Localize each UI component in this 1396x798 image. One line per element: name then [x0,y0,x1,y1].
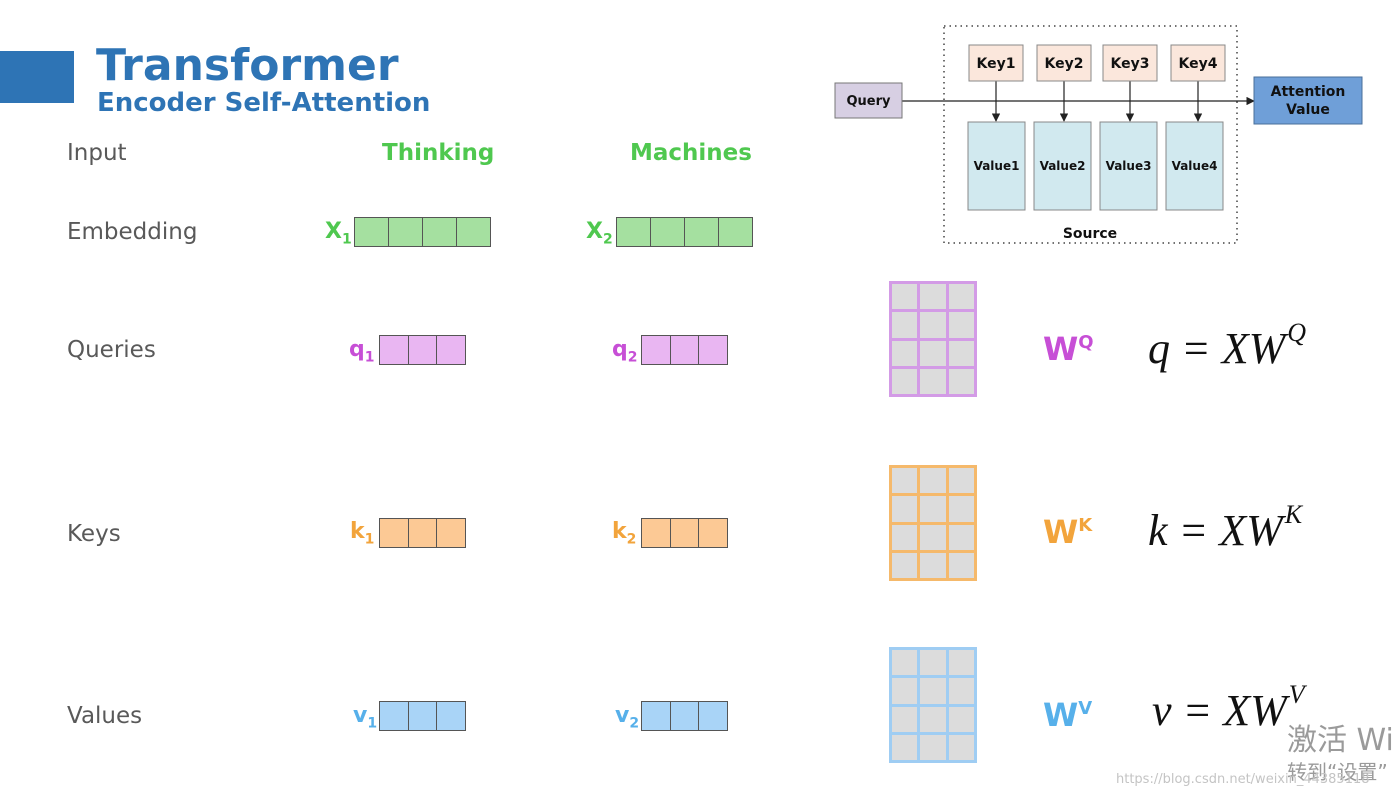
key-box-4: Key4 [1170,44,1226,82]
svg-text:Key3: Key3 [1111,56,1150,72]
svg-text:Query: Query [846,94,891,109]
svg-text:Attention: Attention [1271,84,1346,100]
attention-value-box: Attention Value [1253,76,1363,125]
source-label: Source [1063,226,1117,242]
svg-text:Value: Value [1286,102,1330,118]
weight-matrix-wk [889,465,977,581]
embedding-vector-x2 [616,217,753,247]
input-word-thinking: Thinking [382,140,495,166]
watermark-activate-windows: 激活 Wi [1287,723,1394,758]
svg-text:Value2: Value2 [1040,159,1086,173]
formula-query: q = XWQ [1148,318,1307,373]
symbol-q2: q2 [612,337,638,366]
svg-text:Key1: Key1 [977,56,1016,72]
symbol-v2: v2 [615,703,640,732]
formula-key: k = XWK [1148,500,1303,555]
svg-text:Key2: Key2 [1045,56,1084,72]
symbol-x2: X2 [586,219,613,248]
source-dotted-frame [943,25,1238,244]
key-box-2: Key2 [1036,44,1092,82]
page-subtitle: Encoder Self-Attention [97,88,431,118]
key-box-3: Key3 [1102,44,1158,82]
key-box-1: Key1 [968,44,1024,82]
symbol-q1: q1 [349,337,375,366]
row-label-keys: Keys [67,521,121,547]
key-vector-k2 [641,518,728,548]
weight-label-wv: WV [1043,696,1093,734]
query-box: Query [834,82,903,119]
value-box-3: Value3 [1099,121,1158,211]
row-label-queries: Queries [67,337,156,363]
value-vector-v1 [379,701,466,731]
row-label-input: Input [67,140,127,166]
svg-text:Value3: Value3 [1106,159,1152,173]
input-word-machines: Machines [630,140,752,166]
weight-matrix-wv [889,647,977,763]
symbol-x1: X1 [325,219,352,248]
symbol-k2: k2 [612,519,637,548]
query-vector-q2 [641,335,728,365]
watermark-url: https://blog.csdn.net/weixin_44385118 [1116,772,1370,787]
watermark-settings-hint: 转到“设置” [1287,760,1388,784]
row-label-embedding: Embedding [67,219,198,245]
formula-value: v = XWV [1152,680,1305,735]
symbol-k1: k1 [350,519,375,548]
page-title: Transformer [96,40,399,91]
key-vector-k1 [379,518,466,548]
value-box-1: Value1 [967,121,1026,211]
svg-text:Value4: Value4 [1172,159,1218,173]
symbol-v1: v1 [353,703,378,732]
embedding-vector-x1 [354,217,491,247]
attention-inset-diagram: Query Key1 Key2 Key3 Key4 Value1 Value2 … [828,18,1368,250]
weight-label-wk: WK [1043,513,1093,551]
svg-text:Value1: Value1 [974,159,1020,173]
value-box-4: Value4 [1165,121,1224,211]
value-vector-v2 [641,701,728,731]
weight-label-wq: WQ [1043,330,1094,368]
weight-matrix-wq [889,281,977,397]
title-accent-block [0,51,74,103]
query-vector-q1 [379,335,466,365]
row-label-values: Values [67,703,143,729]
value-box-2: Value2 [1033,121,1092,211]
svg-text:Key4: Key4 [1179,56,1218,72]
